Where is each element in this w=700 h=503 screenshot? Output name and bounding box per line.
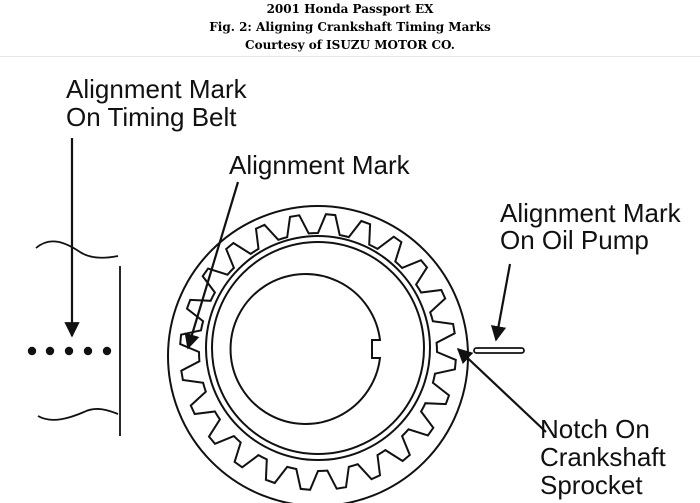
label-pump-mark-line2: On Oil Pump [500, 225, 649, 255]
label-pump-mark-line1: Alignment Mark [500, 198, 682, 228]
oil-pump-mark [473, 347, 525, 354]
vehicle-title: 2001 Honda Passport EX [266, 2, 434, 16]
label-belt-mark-line2: On Timing Belt [66, 102, 237, 132]
diagram-canvas: Alignment Mark On Timing Belt Alignment … [27, 74, 682, 503]
label-belt-mark-line1: Alignment Mark [66, 74, 248, 104]
sprocket-teeth [179, 213, 457, 491]
crankshaft-bore [229, 273, 382, 425]
label-sprocket-mark: Alignment Mark [229, 150, 411, 180]
label-notch-line1: Notch On [540, 414, 650, 444]
label-notch-line2: Crankshaft [540, 442, 666, 472]
figure-credit: Courtesy of ISUZU MOTOR CO. [245, 38, 455, 52]
timing-diagram: Alignment Mark On Timing Belt Alignment … [0, 56, 700, 503]
figure-caption: Fig. 2: Aligning Crankshaft Timing Marks [209, 20, 491, 34]
belt-alignment-dots [27, 346, 112, 356]
leader-arrows [64, 138, 547, 433]
timing-belt [35, 240, 121, 436]
label-notch-line3: Sprocket [540, 470, 643, 500]
crankshaft-sprocket [167, 205, 469, 503]
figure-header: 2001 Honda Passport EX Fig. 2: Aligning … [0, 0, 700, 57]
